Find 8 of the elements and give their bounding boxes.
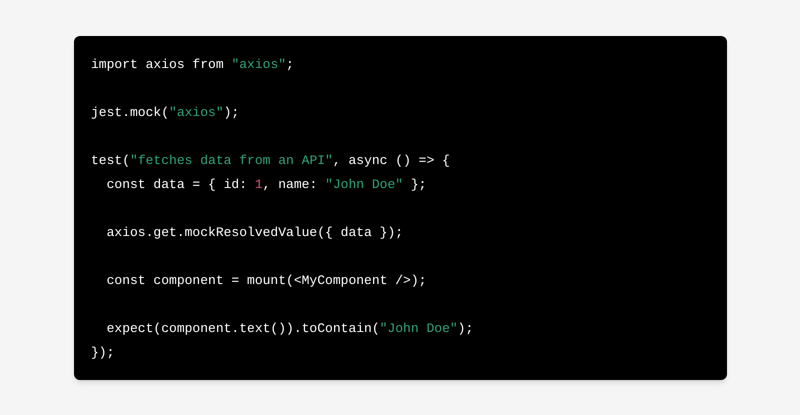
code-line: import axios from "axios"; (91, 56, 294, 74)
code-line: }); (91, 344, 114, 362)
code-line: const data = { id: 1, name: "John Doe" }; (106, 176, 426, 194)
code-line: jest.mock("axios"); (91, 104, 240, 122)
code-line: axios.get.mockResolvedValue({ data }); (106, 224, 404, 242)
code-line: const component = mount(<MyComponent />); (106, 272, 426, 290)
code-line: expect(component.text()).toContain("John Doe"); (106, 320, 474, 338)
code-line: test("fetches data from an API", async () => { (91, 152, 450, 170)
